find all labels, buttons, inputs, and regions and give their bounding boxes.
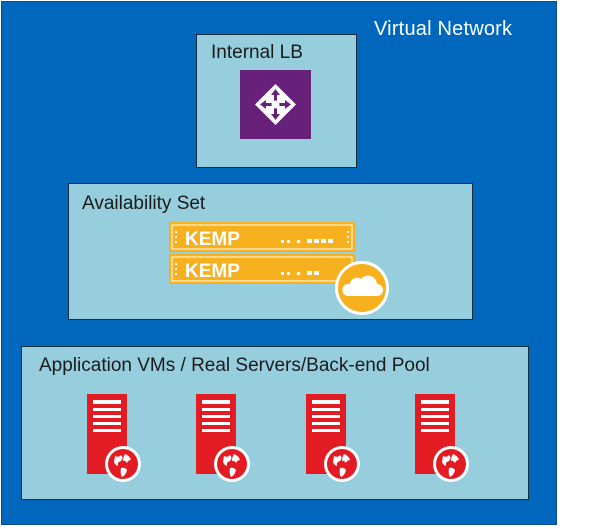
- virtual-network-container: Virtual Network Internal LB: [1, 1, 557, 525]
- availability-set-box: Availability Set KEMP: [68, 183, 473, 320]
- load-balancer-icon: [240, 70, 311, 139]
- web-server-icon: [413, 394, 469, 484]
- cloud-icon: [335, 261, 389, 315]
- svg-text:KEMP: KEMP: [185, 261, 240, 282]
- backend-pool-box: Application VMs / Real Servers/Back-end …: [21, 346, 529, 500]
- kemp-logo-text: KEMP: [185, 229, 240, 250]
- kemp-appliance-icon: KEMP: [169, 222, 355, 252]
- kemp-appliance-stack: KEMP KEMP: [169, 222, 393, 323]
- internal-lb-box: Internal LB: [196, 34, 357, 168]
- kemp-appliance-icon: KEMP: [169, 254, 355, 284]
- availability-set-label: Availability Set: [82, 193, 206, 214]
- internal-lb-label: Internal LB: [211, 42, 303, 63]
- backend-pool-label: Application VMs / Real Servers/Back-end …: [39, 355, 430, 376]
- web-server-icon: [304, 394, 360, 484]
- web-server-icon: [194, 394, 250, 484]
- virtual-network-title: Virtual Network: [374, 18, 513, 40]
- web-server-icon: [85, 394, 141, 484]
